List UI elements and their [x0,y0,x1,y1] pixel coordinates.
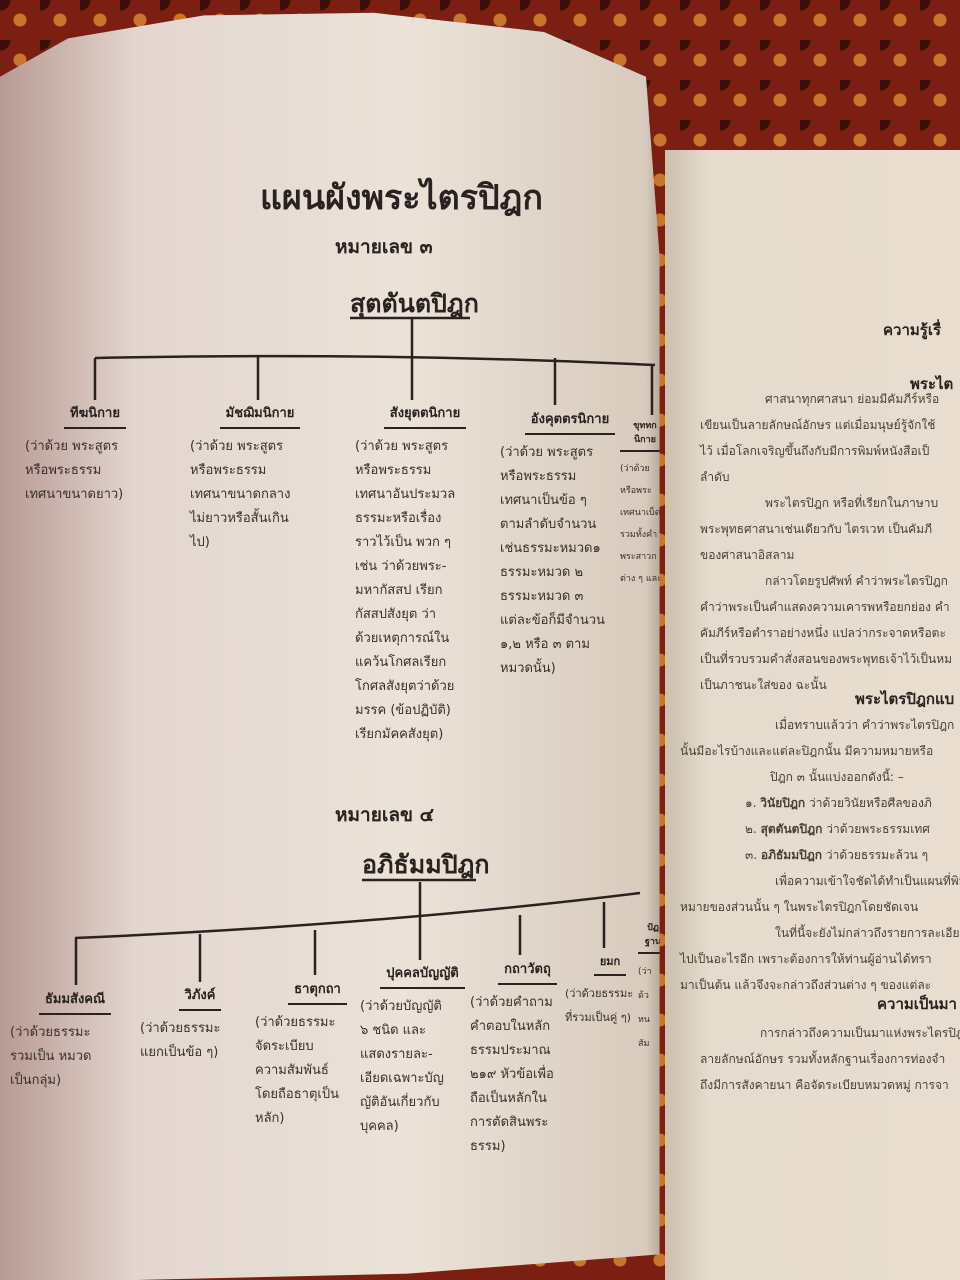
node-name: ทีฆนิกาย [64,402,126,429]
connector [74,891,641,940]
list-desc: ว่าด้วยพระธรรมเทศ [826,822,930,836]
text-line: ลำดับ [700,470,730,484]
text-line: นั้นมีอะไรบ้างและแต่ละปิฎกนั้น มีความหมา… [680,744,934,758]
tree-node: ธัมมสังคณี (ว่าด้วยธรรมะ รวมเป็น หมวด เป็… [10,988,140,1093]
paragraph: ศาสนาทุกศาสนา ย่อมมีคัมภีร์หรือ เขียนเป็… [700,386,952,698]
list-desc: ว่าด้วยวินัยหรือศีลของภิ [809,796,932,810]
list-item: ๒. สุตตันตปิฎก ว่าด้วยพระธรรมเทศ [680,816,960,842]
text-line: เพื่อความเข้าใจชัดได้ทำเป็นแผนที่พิมพ์ [775,874,960,888]
connector [94,354,656,367]
text-line: ลายลักษณ์อักษร รวมทั้งหลักฐานเรื่องการท่… [700,1052,946,1066]
text-line: เมื่อทราบแล้วว่า คำว่าพระไตรปิฎก [775,718,955,732]
node-desc: (ว่าด้วยธรรมะ รวมเป็น หมวด เป็นกลุ่ม) [10,1025,92,1088]
list-item: ๑. วินัยปิฎก ว่าด้วยวินัยหรือศีลของภิ [680,790,960,816]
node-desc: (ว่าด้วยธรรมะ แยกเป็นข้อ ๆ) [140,1021,221,1060]
node-desc: (ว่าด้วย พระสูตร หรือพระธรรม เทศนาขนาดกล… [190,439,291,550]
node-name: วิภังค์ [178,984,222,1011]
text-line: ของศาสนาอิสลาม [700,548,795,562]
tree-node: วิภังค์ (ว่าด้วยธรรมะ แยกเป็นข้อ ๆ) [140,984,260,1065]
node-name: ธัมมสังคณี [38,988,112,1015]
heading: ความเป็นมา [877,995,957,1013]
list-term: อภิธัมมปิฎก [760,848,823,862]
list-term: สุตตันตปิฎก [760,822,823,836]
tree-node: ทีฆนิกาย (ว่าด้วย พระสูตร หรือพระธรรม เทศ… [25,402,165,507]
tree-node: ยมก (ว่าด้วยธรรมะ ที่รวมเป็นคู่ ๆ) [565,950,655,1030]
heading: พระไต [910,375,954,393]
left-page: แผนผังพระไตรปิฎก หมายเลข ๓ สุตตันตปิฎก ท… [0,12,662,1280]
text-line: มาเป็นต้น แล้วจึงจะกล่าวถึงส่วนต่าง ๆ ขอ… [680,978,932,992]
tree-node: สังยุตตนิกาย (ว่าด้วย พระสูตร หรือพระธรรม… [355,402,495,747]
tree-connectors [74,316,656,985]
tree-node: ปัฏฐาน (ว่า ด้ว หน สัม [638,920,660,1056]
node-desc: (ว่า ด้ว หน สัม [638,967,652,1049]
node-desc: (ว่าด้วย พระสูตร หรือพระธรรม เทศนาอันประ… [355,439,456,742]
list-num: ๓. [745,848,758,862]
node-desc: (ว่าด้วย พระสูตร หรือพระธรรม เทศนาขนาดยา… [25,439,124,502]
node-name: ปุคคลบัญญัติ [380,962,465,989]
tree-node: ขุททกนิกาย (ว่าด้วย หรือพระ เทศนาเบ็ด รวม… [620,418,662,590]
tree-node: กถาวัตถุ (ว่าด้วยคำถาม คำตอบในหลัก ธรรมปร… [470,958,585,1159]
text-line: กล่าวโดยรูปศัพท์ คำว่าพระไตรปิฎก [765,574,948,588]
list-num: ๒. [745,822,757,836]
heading: พระไตรปิฎกแบ [855,690,955,708]
text-line: คัมภีร์หรือตำราอย่างหนึ่ง แปลว่ากระจาดหร… [700,626,946,640]
node-desc: (ว่าด้วยธรรมะ จัดระเบียบ ความสัมพันธ์ โด… [255,1015,339,1126]
text-line: พระไตรปิฎก หรือที่เรียกในภาษาบ [765,496,939,510]
section-name: สุตตันตปิฎก [350,289,479,318]
section-name: อภิธัมมปิฎก [362,850,490,879]
page-title: แผนผังพระไตรปิฎก [260,178,543,218]
tree-node: ปุคคลบัญญัติ (ว่าด้วยบัญญัติ ๖ ชนิด และ แ… [360,962,485,1139]
node-name: กถาวัตถุ [498,958,557,985]
text-line: เป็นภาชนะใส่ของ ฉะนั้น [700,678,827,692]
node-desc: (ว่าด้วย หรือพระ เทศนาเบ็ด รวมทั้งคำ พระ… [620,464,662,584]
text-line: ถึงมีการสังคายนา คือจัดระเบียบหมวดหมู่ ก… [700,1078,949,1092]
text-line: คำว่าพระเป็นคำแสดงความเคารพหรือยกย่อง คำ [700,600,950,614]
node-name: อังคุตตรนิกาย [524,408,616,435]
list-num: ๑. [745,796,757,810]
heading: ความรู้เรื่ [883,321,942,339]
text-line: เป็นที่รวบรวมคำสั่งสอนของพระพุทธเจ้าไว้เ… [700,652,953,666]
text-line: ไปเป็นอะไรอีก เพราะต้องการให้ท่านผู้อ่าน… [680,952,932,966]
paragraph: เมื่อทราบแล้วว่า คำว่าพระไตรปิฎก นั้นมีอ… [680,712,960,998]
text-line: ศาสนาทุกศาสนา ย่อมมีคัมภีร์หรือ [765,392,940,406]
text-line: ไว้ เมื่อโลกเจริญขึ้นถึงกับมีการพิมพ์หนั… [700,444,930,458]
list-item: ๓. อภิธัมมปิฎก ว่าด้วยธรรมะล้วน ๆ [680,842,960,868]
list-desc: ว่าด้วยธรรมะล้วน ๆ [825,848,929,862]
text-line: การกล่าวถึงความเป็นมาแห่งพระไตรปิฎ [760,1026,960,1040]
node-desc: (ว่าด้วยธรรมะ ที่รวมเป็นคู่ ๆ) [565,987,634,1024]
tree-node: ธาตุกถา (ว่าด้วยธรรมะ จัดระเบียบ ความสัมพ… [255,978,380,1131]
node-desc: (ว่าด้วยคำถาม คำตอบในหลัก ธรรมประมาณ ๒๑๙… [470,995,554,1154]
section-number: หมายเลข ๔ [335,804,434,826]
list-term: วินัยปิฎก [760,796,806,810]
node-name: ยมก [593,952,627,976]
text-line: พระพุทธศาสนาเช่นเดียวกับ ไตรเวท เป็นคัมภ… [700,522,932,536]
node-desc: (ว่าด้วย พระสูตร หรือพระธรรม เทศนาเป็นข้… [500,445,605,676]
node-name: ขุททกนิกาย [620,418,660,452]
node-name: ปัฏฐาน [638,920,660,954]
node-name: มัชฌิมนิกาย [219,402,301,429]
text-line: ในที่นี้จะยังไม่กล่าวถึงรายการละเอียดว่า [775,926,960,940]
right-page: ความรู้เรื่ พระไต ศาสนาทุกศาสนา ย่อมมีคั… [665,150,960,1280]
text-line: เขียนเป็นลายลักษณ์อักษร แต่เมื่อมนุษย์รู… [700,418,936,432]
tree-node: มัชฌิมนิกาย (ว่าด้วย พระสูตร หรือพระธรรม … [190,402,330,555]
text-line: หมายของส่วนนั้น ๆ ในพระไตรปิฎกโดยชัดเจน [680,900,919,914]
tree-node: อังคุตตรนิกาย (ว่าด้วย พระสูตร หรือพระธรร… [500,408,640,681]
node-desc: (ว่าด้วยบัญญัติ ๖ ชนิด และ แสดงรายละ- เอ… [360,999,444,1134]
text-line: ปิฎก ๓ นั้นแบ่งออกดังนี้: – [770,770,904,784]
section-number: หมายเลข ๓ [335,236,433,258]
paragraph: การกล่าวถึงความเป็นมาแห่งพระไตรปิฎ ลายลั… [700,1020,960,1098]
node-name: ธาตุกถา [288,978,347,1005]
node-name: สังยุตตนิกาย [383,402,467,429]
